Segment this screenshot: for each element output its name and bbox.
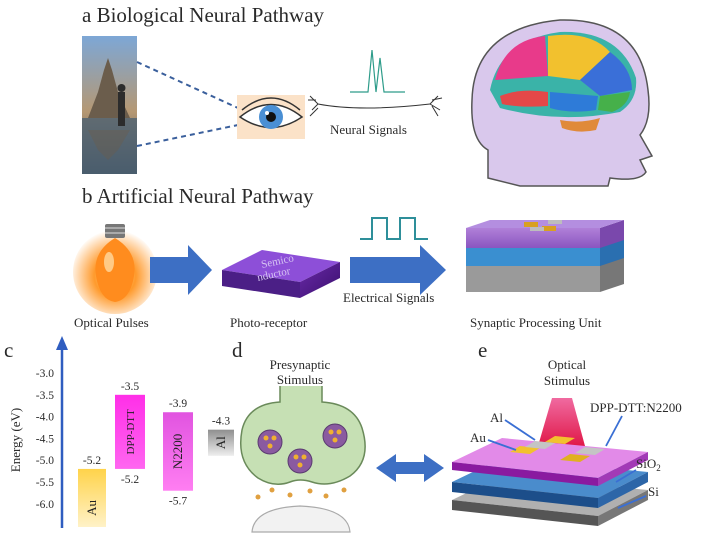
energy-bar-al	[208, 429, 234, 456]
top-value-label: -3.5	[121, 381, 139, 393]
presynaptic-label-2: Stimulus	[277, 372, 323, 387]
tick-label: -4.5	[36, 433, 54, 445]
tick-label: -5.0	[36, 455, 54, 467]
al-label: Al	[490, 410, 503, 425]
photoreceptor-label: Photo-receptor	[230, 315, 308, 330]
brain-head-icon	[471, 19, 654, 187]
bottom-value-label: -5.7	[169, 496, 187, 508]
top-value-label: -3.9	[169, 398, 187, 410]
material-name-label: Al	[213, 436, 228, 449]
tick-label: -4.0	[36, 412, 54, 424]
eye-icon	[237, 95, 305, 139]
synaptic-unit-label: Synaptic Processing Unit	[470, 315, 602, 330]
optical-stimulus-label-2: Stimulus	[544, 373, 590, 388]
light-beam-icon	[538, 398, 585, 446]
bottom-value-label: -5.2	[121, 474, 139, 486]
neural-signals-label: Neural Signals	[330, 122, 407, 137]
energy-bars: Au -5.2 DPP-DTT -3.5 -5.2 N2200 -3.9 -5.7 Al -4.3	[78, 381, 234, 527]
active-layer-label: DPP-DTT:N2200	[590, 400, 682, 415]
square-wave-icon	[360, 217, 428, 240]
material-name-label: N2200	[170, 434, 185, 469]
electrical-signals-label: Electrical Signals	[343, 290, 434, 305]
energy-ticks: -3.0 -3.5 -4.0 -4.5 -5.0 -5.5 -6.0	[36, 368, 54, 511]
double-arrow-icon	[376, 454, 444, 482]
top-value-label: -4.3	[212, 416, 230, 428]
photoreceptor-chip: Semico nductor	[222, 250, 340, 298]
substrate-label: Si	[648, 484, 659, 499]
oxide-layer-label: SiO2	[636, 456, 661, 473]
material-name-label: Au	[84, 500, 99, 516]
top-value-label: -5.2	[83, 455, 101, 467]
optical-pulses-label: Optical Pulses	[74, 315, 149, 330]
tick-label: -6.0	[36, 499, 54, 511]
au-pointer	[487, 439, 517, 451]
landscape-photo	[82, 36, 137, 174]
tick-label: -3.0	[36, 368, 54, 380]
tick-label: -3.5	[36, 390, 54, 402]
axis-arrowhead-icon	[56, 336, 68, 350]
optical-stimulus-label-1: Optical	[548, 357, 587, 372]
synaptic-unit-stack	[466, 220, 624, 292]
material-name-label: DPP-DTT	[125, 409, 137, 455]
energy-axis-label: Energy (eV)	[8, 408, 23, 472]
energy-bar-au	[78, 468, 106, 527]
sight-line-top	[136, 61, 239, 109]
al-pointer	[504, 419, 536, 441]
arrow-right-icon-2	[350, 245, 446, 295]
neuron-signal-icon	[308, 49, 443, 117]
panel-a-title: a Biological Neural Pathway	[82, 3, 325, 27]
panel-b-title: b Artificial Neural Pathway	[82, 184, 314, 208]
energy-bar-n2200	[163, 412, 193, 491]
sight-line-bottom	[136, 124, 239, 147]
au-label: Au	[470, 430, 486, 445]
presynaptic-label-1: Presynaptic	[270, 357, 331, 372]
panel-d-letter: d	[232, 338, 243, 362]
light-bulb-icon	[73, 224, 157, 314]
synapse-icon	[240, 386, 366, 533]
device-stack	[452, 436, 648, 526]
arrow-right-icon	[150, 245, 212, 295]
energy-bar-dpp-dtt	[115, 394, 145, 469]
panel-c-letter: c	[4, 338, 13, 362]
tick-label: -5.5	[36, 477, 54, 489]
panel-e-letter: e	[478, 338, 487, 362]
